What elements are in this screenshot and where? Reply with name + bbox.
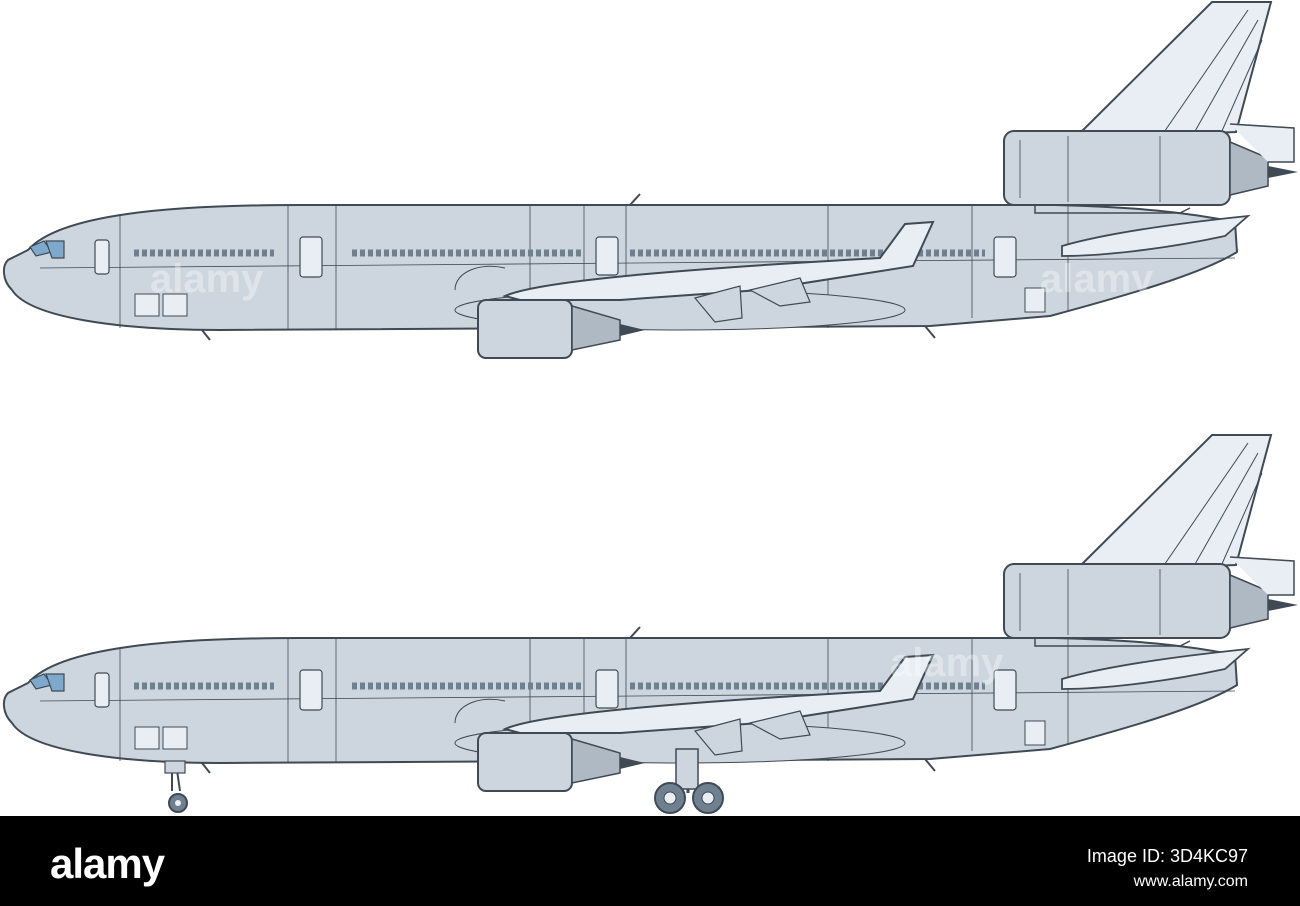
- watermark-text: alamy: [150, 257, 264, 301]
- site-url[interactable]: www.alamy.com: [1133, 873, 1248, 890]
- brand-logo: alamy: [50, 840, 165, 887]
- footer-bar: alamy Image ID: 3D4KC97 www.alamy.com: [0, 816, 1300, 906]
- aircraft-side-view-gear-down: [4, 435, 1298, 815]
- aircraft-side-view-gear-up: [4, 2, 1298, 358]
- illustration-area: alamy alamy alamy: [0, 0, 1300, 816]
- image-id-label: Image ID: 3D4KC97: [1086, 846, 1248, 866]
- watermark-text: alamy: [890, 641, 1004, 685]
- aircraft-illustration: alamy alamy alamy: [0, 0, 1300, 815]
- watermark: alamy alamy alamy: [150, 257, 1154, 685]
- watermark-text: alamy: [1040, 257, 1154, 301]
